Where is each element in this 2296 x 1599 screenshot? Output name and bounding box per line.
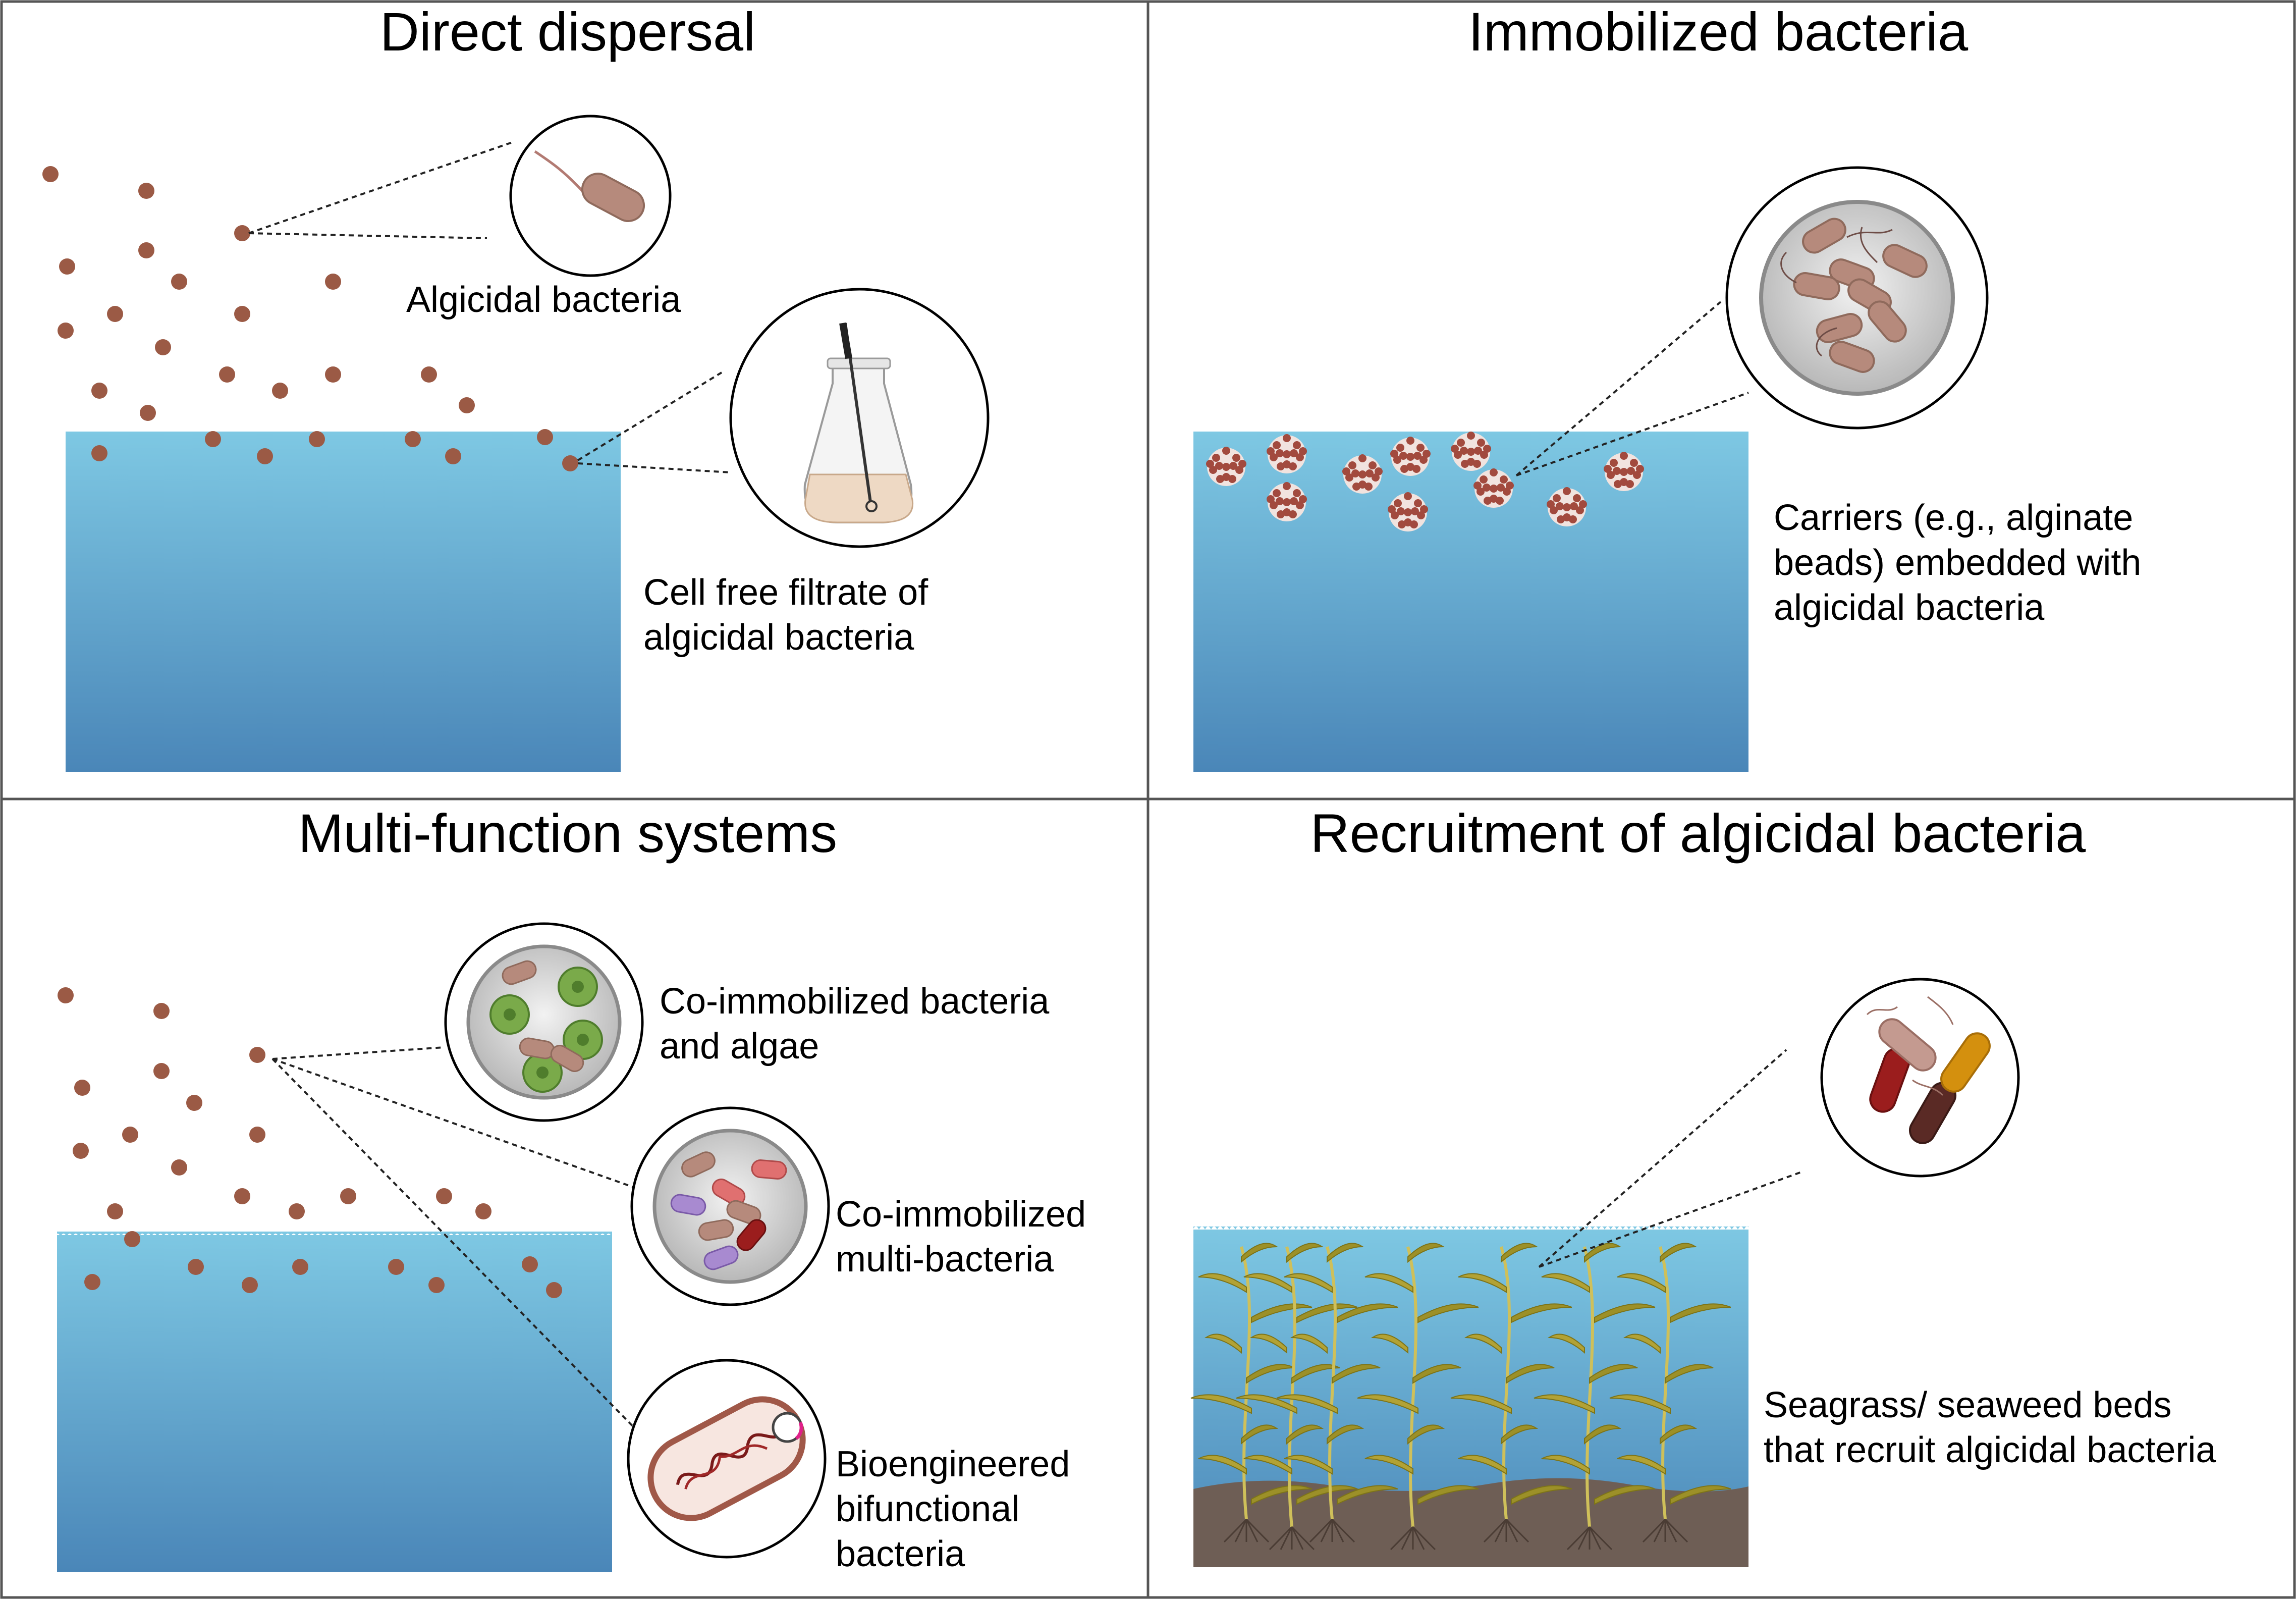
water-tank	[66, 428, 621, 772]
seagrass-plant	[1450, 1243, 1572, 1543]
panel-recruitment: Recruitment of algicidal bacteria	[1190, 803, 2216, 1567]
label-coalgae-line1: Co-immobilized bacteria	[660, 981, 1050, 1022]
alginate-bead	[1267, 434, 1307, 473]
label-bioeng-line1: Bioengineered	[836, 1444, 1070, 1484]
recruited-bacteria-inset	[1820, 978, 2020, 1178]
alginate-bead	[1342, 454, 1383, 494]
label-algicidal-bacteria: Algicidal bacteria	[406, 280, 681, 320]
alginate-beads	[1206, 432, 1644, 531]
panel-title: Direct dispersal	[380, 1, 755, 62]
alginate-bead	[1547, 487, 1587, 526]
panel-title: Recruitment of algicidal bacteria	[1310, 803, 2087, 864]
alginate-bead	[1473, 468, 1514, 508]
bacterium-inset	[509, 115, 672, 277]
flask-inset	[729, 288, 990, 548]
leader-lines	[1538, 1049, 1802, 1268]
panel-title: Immobilized bacteria	[1468, 1, 1969, 62]
label-seagrass-line2: that recruit algicidal bacteria	[1764, 1430, 2216, 1470]
seagrass-plant	[1534, 1243, 1656, 1551]
alginate-bead	[1267, 482, 1307, 521]
bead-inset	[1725, 166, 1989, 430]
leader-lines	[248, 141, 731, 473]
seagrass-bed	[1190, 1243, 1731, 1551]
panel-direct-dispersal: Direct dispersal Algicidal	[42, 1, 990, 772]
label-carriers-line3: algicidal bacteria	[1774, 588, 2045, 628]
label-seagrass-line1: Seagrass/ seaweed beds	[1764, 1385, 2172, 1425]
co-immobilized-algae-inset	[444, 922, 644, 1122]
seagrass-plant	[1276, 1243, 1398, 1543]
label-bioeng-line3: bacteria	[836, 1534, 965, 1574]
panel-immobilized: Immobilized bacteria	[1193, 1, 2141, 772]
label-coalgae-line2: and algae	[660, 1026, 819, 1067]
panel-multi-function: Multi-function systems	[57, 803, 1086, 1574]
alginate-bead	[1451, 432, 1491, 471]
water-tank	[57, 1228, 612, 1572]
leader-lines	[271, 1046, 642, 1435]
bacteria-dots	[42, 166, 578, 471]
seagrass-plant	[1190, 1243, 1313, 1543]
leader-lines	[1515, 301, 1749, 476]
water-tank	[1193, 428, 1748, 772]
alginate-bead	[1388, 492, 1428, 531]
seagrass-plant	[1609, 1243, 1731, 1543]
label-carriers-line2: beads) embedded with	[1774, 543, 2141, 583]
label-filtrate-line2: algicidal bacteria	[643, 617, 914, 658]
alginate-bead	[1390, 437, 1431, 476]
alginate-bead	[1604, 452, 1644, 491]
seagrass-plant	[1236, 1243, 1358, 1551]
co-immobilized-multi-bacteria-inset	[630, 1106, 830, 1306]
panel-title: Multi-function systems	[298, 803, 837, 864]
alginate-bead	[1206, 447, 1246, 486]
label-carriers-line1: Carriers (e.g., alginate	[1774, 498, 2133, 538]
label-multi-line2: multi-bacteria	[836, 1239, 1054, 1280]
seagrass-plant	[1357, 1243, 1479, 1551]
label-filtrate-line1: Cell free filtrate of	[643, 572, 928, 613]
bacteria-dots	[58, 987, 562, 1298]
label-bioeng-line2: bifunctional	[836, 1489, 1019, 1529]
bioengineered-bacterium-inset	[627, 1359, 827, 1559]
label-multi-line1: Co-immobilized	[836, 1194, 1086, 1235]
